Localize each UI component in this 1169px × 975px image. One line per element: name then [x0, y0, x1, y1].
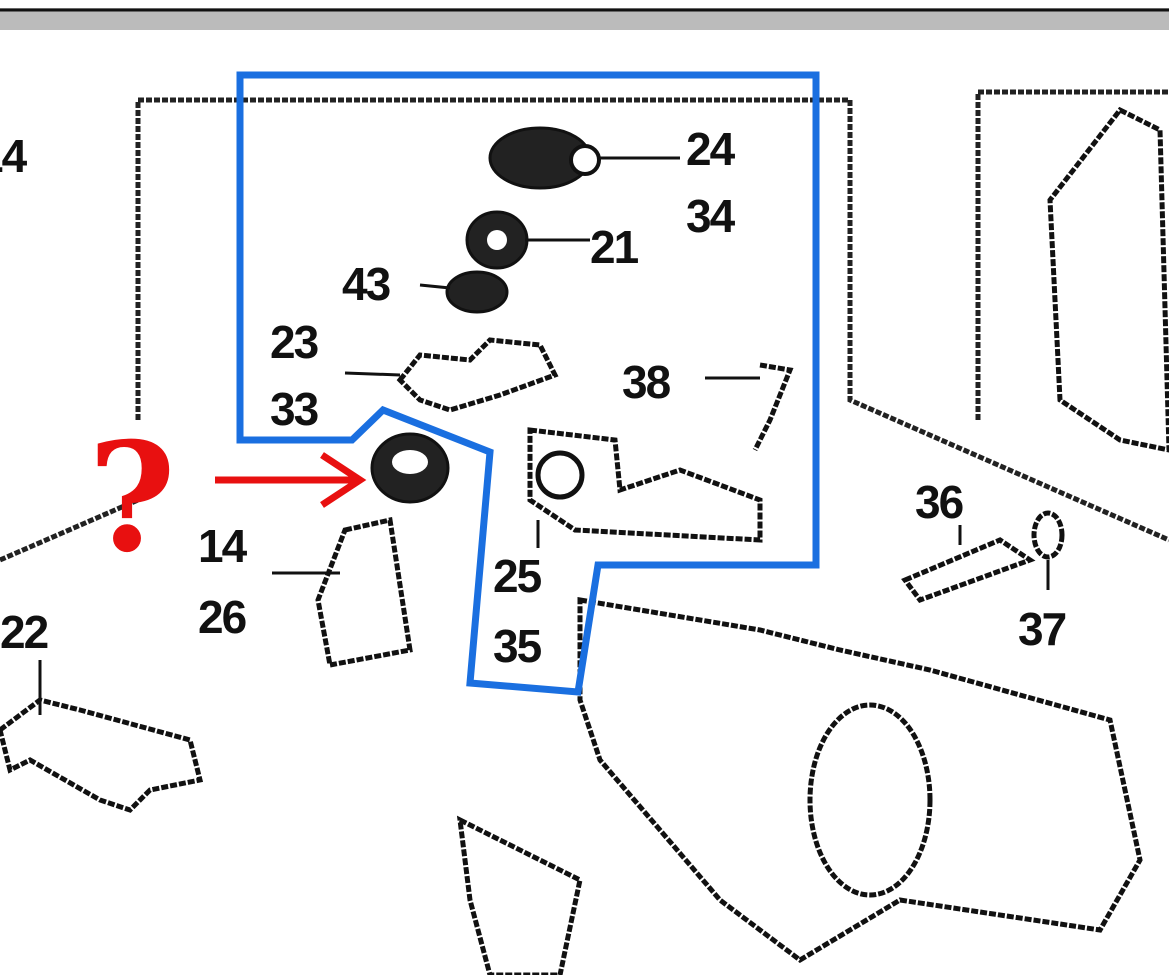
- question-mark: ?: [88, 410, 176, 586]
- part-36: [901, 537, 1036, 603]
- label-35: 35: [493, 620, 542, 672]
- part-22: [0, 697, 204, 813]
- label-36: 36: [915, 476, 963, 528]
- label-43: 43: [342, 258, 390, 310]
- part-43: [445, 270, 509, 314]
- part-14-26-piston: [315, 516, 413, 668]
- caliper-body: [577, 597, 1143, 964]
- part-38: [752, 362, 794, 452]
- top-border: [0, 8, 1169, 30]
- part-25-35: [527, 427, 763, 543]
- highlight-outline: [236, 71, 820, 696]
- label-22: 22: [0, 606, 48, 658]
- leader-lines: [38, 156, 1050, 715]
- label-14: 14: [198, 520, 248, 572]
- label-21: 21: [590, 221, 639, 273]
- right-frame: [975, 89, 1169, 420]
- bracket: [456, 815, 583, 975]
- label-24: 24: [686, 123, 736, 175]
- label-38: 38: [622, 356, 671, 408]
- label-23: 23: [270, 316, 318, 368]
- label-25: 25: [493, 550, 542, 602]
- center-frame: [135, 97, 1169, 543]
- part-21: [465, 210, 529, 270]
- label-26: 26: [198, 591, 246, 643]
- caliper-bore: [807, 702, 933, 898]
- part-14-seal: [370, 432, 450, 504]
- label-14-top: 14: [0, 130, 28, 182]
- brake-pad: [1047, 106, 1169, 453]
- label-33: 33: [270, 383, 318, 435]
- label-34: 34: [686, 190, 736, 242]
- part-37: [1031, 510, 1065, 560]
- part-23-33: [396, 337, 559, 413]
- part-24-34: [488, 126, 601, 190]
- red-arrow: [215, 452, 367, 508]
- label-37: 37: [1018, 603, 1066, 655]
